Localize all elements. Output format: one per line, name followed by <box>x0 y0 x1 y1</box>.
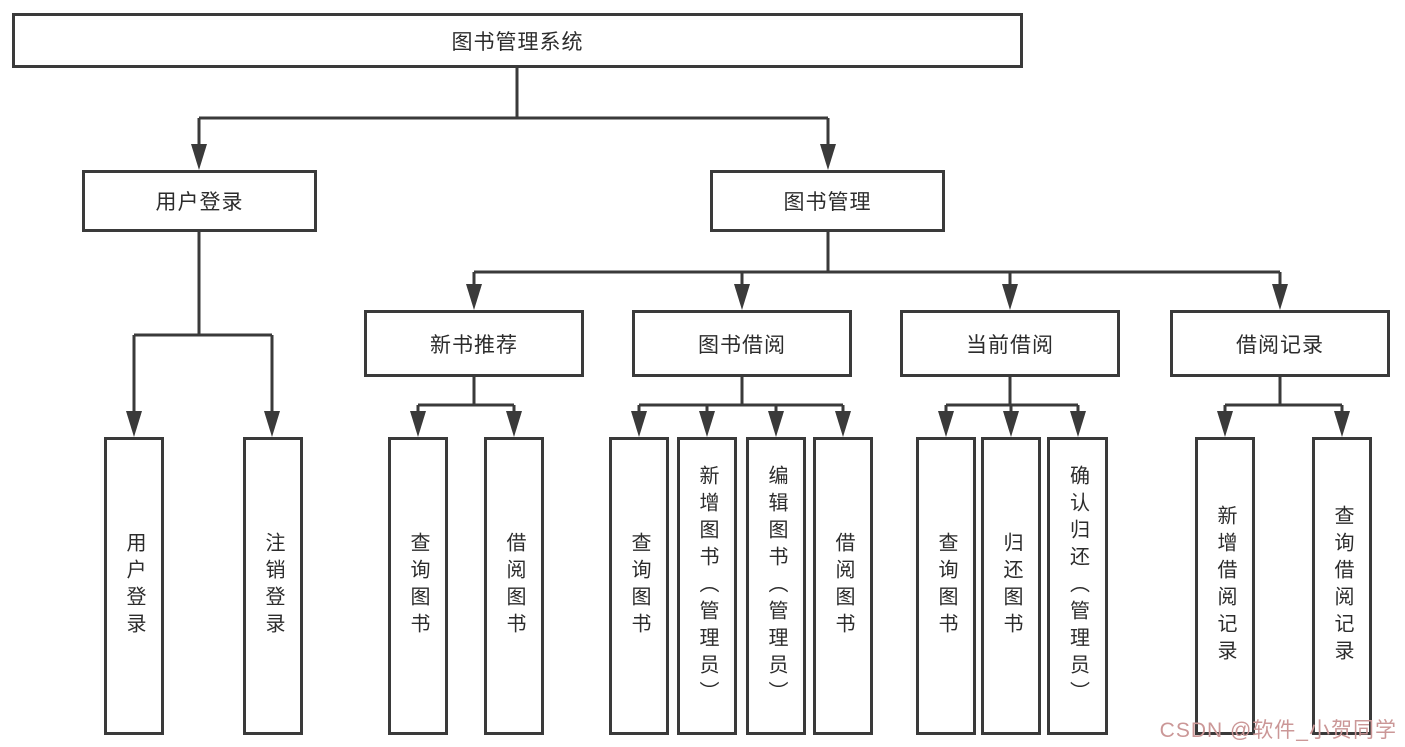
leaf-query-books-current-label: 查询图书 <box>935 532 957 640</box>
leaf-query-borrow-record: 查询借阅记录 <box>1312 437 1372 735</box>
node-root: 图书管理系统 <box>12 13 1023 68</box>
leaf-query-borrow-record-label: 查询借阅记录 <box>1331 505 1353 667</box>
leaf-borrow-books-recommend-label: 借阅图书 <box>503 532 525 640</box>
leaf-query-books-borrowing: 查询图书 <box>609 437 669 735</box>
connector-user-login-children <box>126 232 280 437</box>
leaf-edit-books-admin: 编辑图书（管理员） <box>746 437 806 735</box>
connector-new-book-children <box>410 377 522 437</box>
leaf-add-borrow-record: 新增借阅记录 <box>1195 437 1255 735</box>
leaf-query-books-recommend-label: 查询图书 <box>407 532 429 640</box>
leaf-query-books-borrowing-label: 查询图书 <box>628 532 650 640</box>
leaf-confirm-return-admin-label: 确认归还（管理员） <box>1066 464 1089 708</box>
connector-current-borrowing-children <box>938 377 1086 437</box>
node-borrowing-records-label: 借阅记录 <box>1236 333 1324 357</box>
connector-root-to-level2 <box>191 68 836 170</box>
leaf-borrow-books-borrowing-label: 借阅图书 <box>832 532 854 640</box>
leaf-user-login-label: 用户登录 <box>123 532 145 640</box>
leaf-add-books-admin-label: 新增图书（管理员） <box>696 464 718 708</box>
node-root-label: 图书管理系统 <box>451 30 584 54</box>
node-borrowing-records: 借阅记录 <box>1170 310 1390 377</box>
leaf-return-books-label: 归还图书 <box>1000 532 1022 640</box>
leaf-query-books-current: 查询图书 <box>916 437 976 735</box>
leaf-user-login: 用户登录 <box>104 437 164 735</box>
leaf-edit-books-admin-label: 编辑图书（管理员） <box>765 464 787 708</box>
leaf-borrow-books-borrowing: 借阅图书 <box>813 437 873 735</box>
connector-book-borrowing-children <box>631 377 851 437</box>
leaf-logout-login: 注销登录 <box>243 437 303 735</box>
leaf-borrow-books-recommend: 借阅图书 <box>484 437 544 735</box>
node-book-management: 图书管理 <box>710 170 945 232</box>
watermark: CSDN @软件_小贺同学 <box>1159 719 1397 742</box>
node-book-borrowing: 图书借阅 <box>632 310 852 377</box>
connector-book-management-children <box>466 232 1288 310</box>
leaf-return-books: 归还图书 <box>981 437 1041 735</box>
leaf-add-books-admin: 新增图书（管理员） <box>677 437 737 735</box>
node-user-login: 用户登录 <box>82 170 317 232</box>
leaf-add-borrow-record-label: 新增借阅记录 <box>1214 505 1236 667</box>
leaf-query-books-recommend: 查询图书 <box>388 437 448 735</box>
node-user-login-label: 用户登录 <box>155 191 244 214</box>
node-book-borrowing-label: 图书借阅 <box>698 333 786 357</box>
node-current-borrowing: 当前借阅 <box>900 310 1120 377</box>
connector-borrowing-records-children <box>1217 377 1350 437</box>
node-book-management-label: 图书管理 <box>783 191 872 214</box>
leaf-confirm-return-admin: 确认归还（管理员） <box>1047 437 1108 735</box>
node-new-book-recommendation: 新书推荐 <box>364 310 584 377</box>
node-new-book-recommendation-label: 新书推荐 <box>430 333 518 357</box>
node-current-borrowing-label: 当前借阅 <box>966 333 1054 357</box>
leaf-logout-login-label: 注销登录 <box>262 532 284 640</box>
